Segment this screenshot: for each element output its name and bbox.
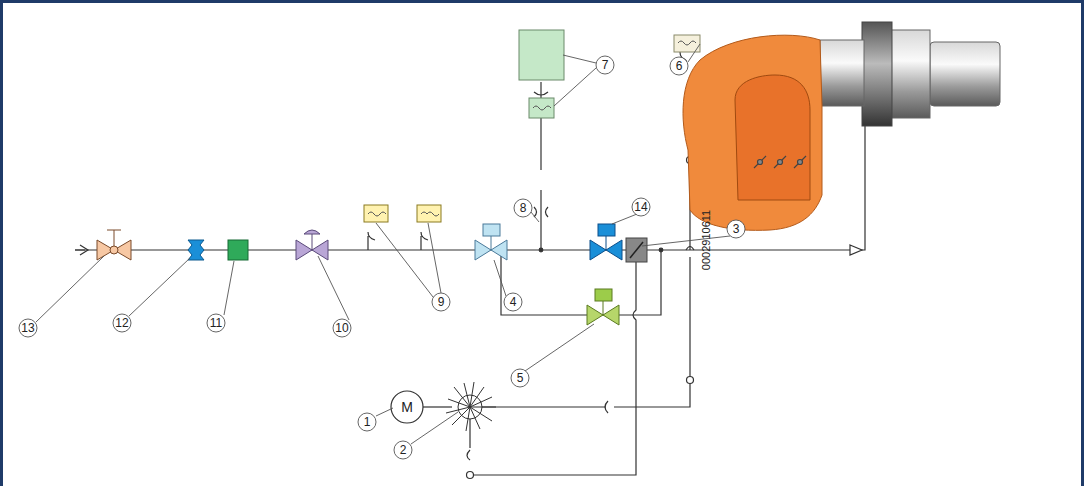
drawing-number: 0002910611 bbox=[700, 210, 712, 270]
callout-number: 6 bbox=[670, 57, 688, 75]
callout-number: 7 bbox=[596, 56, 614, 74]
callout-number: 9 bbox=[432, 293, 450, 311]
callout-number: 4 bbox=[504, 293, 522, 311]
callout-number: 2 bbox=[394, 441, 412, 459]
callout-number: 13 bbox=[19, 319, 37, 337]
callout-number: 3 bbox=[727, 220, 745, 238]
callout-number: 1 bbox=[358, 413, 376, 431]
callout-number: 12 bbox=[113, 314, 131, 332]
motor-symbol: M bbox=[391, 391, 423, 423]
callout-number: 11 bbox=[207, 314, 225, 332]
motor-letter: M bbox=[401, 399, 413, 415]
callout-number: 8 bbox=[514, 199, 532, 217]
callout-number: 10 bbox=[333, 319, 351, 337]
callout-number: 14 bbox=[632, 198, 650, 216]
callout-number: 5 bbox=[511, 369, 529, 387]
